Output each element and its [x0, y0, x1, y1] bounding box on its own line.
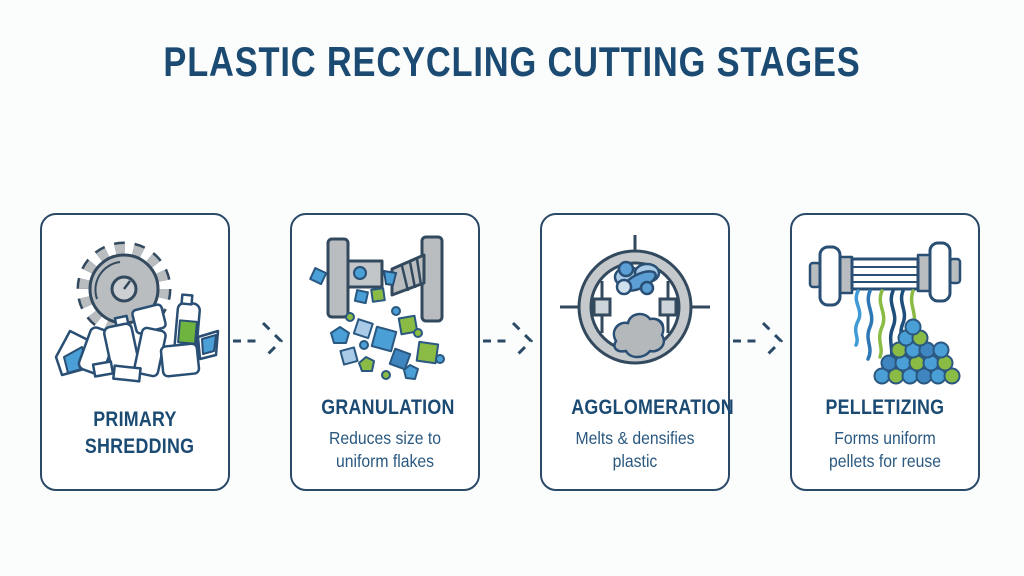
stage-name: GRANULATION	[321, 396, 455, 419]
stage-description: Forms uniform pellets for reuse	[828, 427, 942, 471]
stage-name: AGGLOMERATION	[571, 396, 734, 419]
stage-card-primary-shredding: PRIMARY SHREDDING	[40, 213, 230, 491]
stage-description: Reduces size to uniform flakes	[328, 427, 442, 471]
stage-name: PRIMARY SHREDDING	[84, 408, 195, 458]
pelletizer-icon	[800, 229, 970, 389]
dashed-arrow-icon	[733, 321, 784, 361]
shredder-icon	[50, 229, 220, 389]
page-title: PLASTIC RECYCLING CUTTING STAGES	[163, 38, 861, 85]
stage-card-pelletizing: PELLETIZING Forms uniform pellets for re…	[790, 213, 980, 491]
stage-card-granulation: GRANULATION Reduces size to uniform flak…	[290, 213, 480, 491]
dashed-arrow-icon	[483, 321, 534, 361]
stage-name: PELLETIZING	[825, 396, 945, 419]
dashed-arrow-icon	[233, 321, 284, 361]
stage-card-agglomeration: AGGLOMERATION Melts & densifies plastic	[540, 213, 734, 491]
agglomerator-icon	[550, 229, 720, 389]
stage-description: Melts & densifies plastic	[575, 427, 695, 471]
granulator-icon	[300, 229, 470, 389]
